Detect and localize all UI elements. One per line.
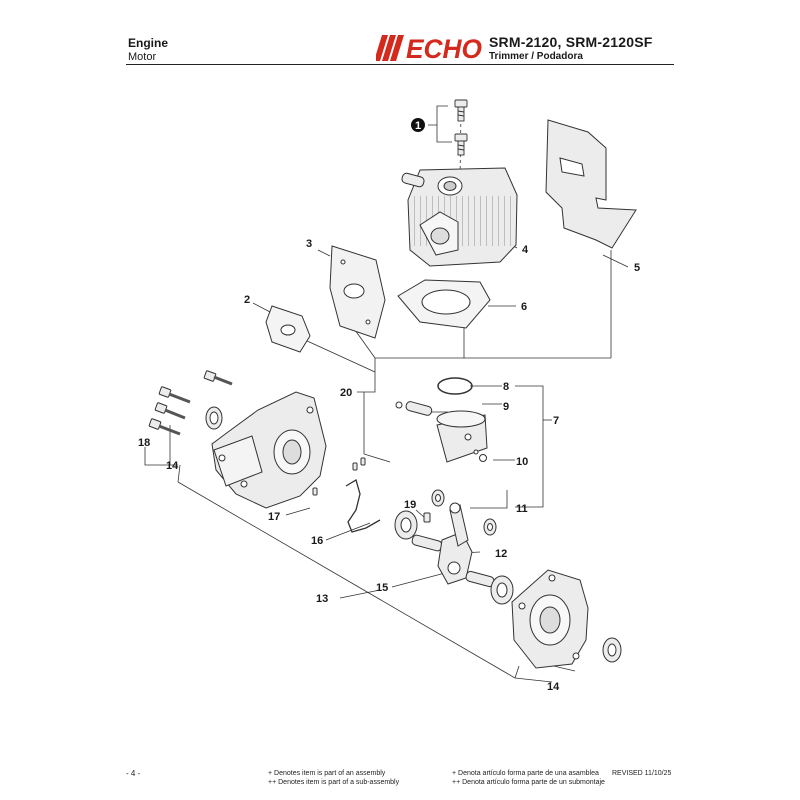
header-divider (126, 64, 674, 65)
callout-16: 16 (311, 535, 323, 547)
callout-20: 20 (340, 387, 352, 399)
oil-seal-right (602, 637, 622, 663)
echo-logo: ECHO (376, 34, 482, 63)
crankcase-gasket (345, 479, 381, 533)
piston-ring (437, 377, 473, 395)
section-title-es: Motor (128, 51, 157, 63)
cylinder-gasket (397, 279, 491, 329)
note-en-subassembly: ++ Denotes item is part of a sub-assembl… (268, 779, 400, 786)
page-number: - 4 - (126, 769, 141, 778)
note-es-assembly: + Denota artículo forma parte de una asa… (452, 770, 599, 777)
callout-11: 11 (516, 503, 528, 515)
bearing-right (490, 575, 514, 605)
section-title-en: Engine (128, 36, 169, 50)
callout-9: 9 (503, 401, 509, 413)
callout-3: 3 (306, 238, 312, 250)
callout-2: 2 (244, 294, 250, 306)
piston-pin (395, 401, 433, 416)
model-subtitle: Trimmer / Podadora (489, 51, 583, 62)
model-number: SRM-2120, SRM-2120SF (489, 34, 653, 50)
callout-1-marker (411, 118, 425, 132)
needle-bearing (423, 512, 431, 523)
callout-7: 7 (553, 415, 559, 427)
crankcase-bolts (148, 370, 233, 436)
callout-17: 17 (268, 511, 280, 523)
bearing-left (394, 510, 418, 540)
cylinder (401, 167, 518, 267)
oil-seal-left (205, 406, 223, 430)
callout-14-left: 14 (166, 460, 179, 472)
intake-gasket (265, 305, 311, 353)
heat-shield (545, 119, 637, 249)
section-title: Engine Motor (128, 36, 168, 63)
callout-8: 8 (503, 381, 509, 393)
assembly-notes-es: + Denota artículo forma parte de una asa… (452, 769, 605, 787)
callout-1: 1 (415, 120, 421, 132)
callout-14-right: 14 (547, 681, 560, 693)
callout-10: 10 (516, 456, 528, 468)
callout-15: 15 (376, 582, 388, 594)
callout-13: 13 (316, 593, 328, 605)
insulator-plate (329, 245, 386, 339)
echo-logo-wordmark: ECHO (406, 34, 482, 63)
note-es-subassembly: ++ Denota artículo forma parte de un sub… (452, 779, 605, 786)
callout-18: 18 (138, 437, 150, 449)
note-en-assembly: + Denotes item is part of an assembly (268, 770, 386, 777)
callout-6: 6 (521, 301, 527, 313)
revision-date: REVISED 11/10/25 (612, 770, 672, 777)
crankcase-left (211, 391, 327, 509)
assembly-notes-en: + Denotes item is part of an assembly ++… (268, 769, 399, 787)
bolt-pair (454, 99, 468, 156)
callout-4: 4 (522, 244, 529, 256)
callout-5: 5 (634, 262, 640, 274)
thrust-washers (431, 489, 497, 536)
crankshaft (411, 502, 495, 588)
piston (436, 410, 488, 463)
crankcase-right (511, 569, 589, 669)
dowel-pins (312, 457, 366, 496)
callout-12: 12 (495, 548, 507, 560)
model-block: SRM-2120, SRM-2120SF Trimmer / Podadora (489, 34, 653, 62)
callout-19: 19 (404, 499, 416, 511)
